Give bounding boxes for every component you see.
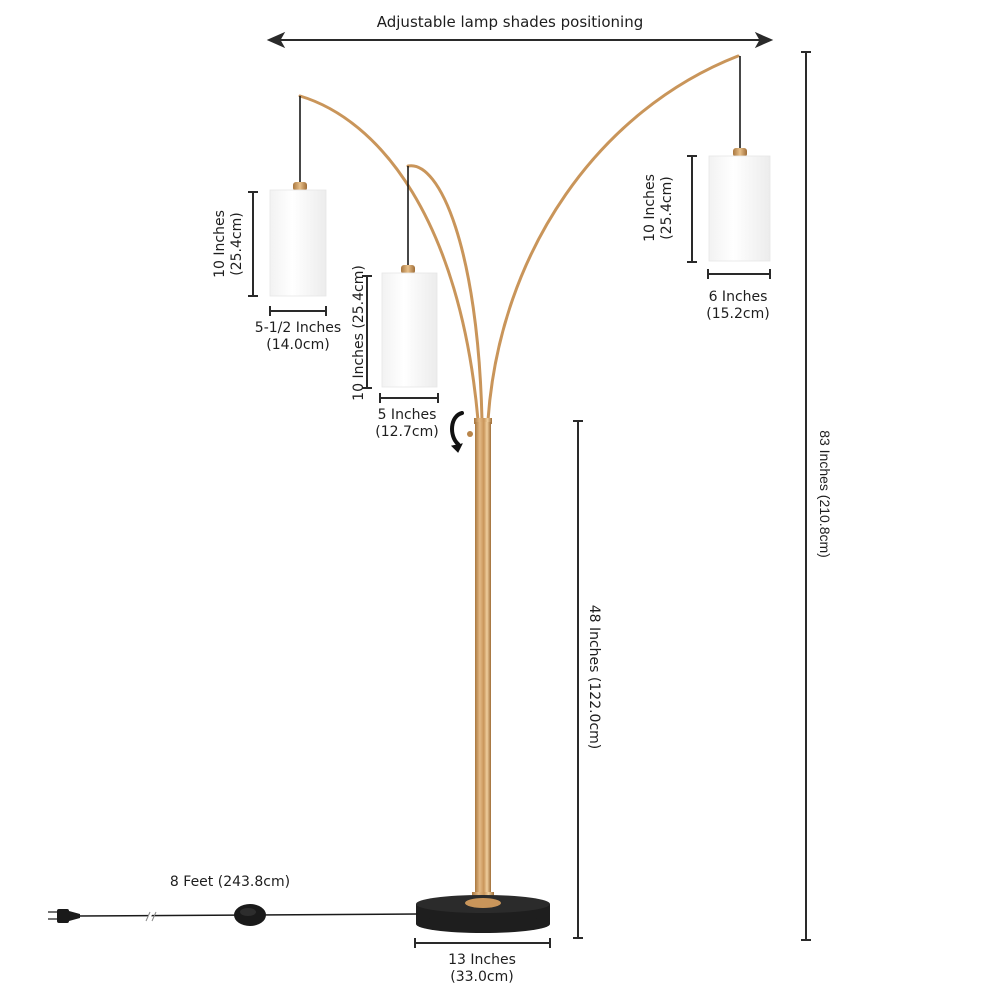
left-shade	[269, 182, 327, 297]
left-shade-dimensions	[248, 191, 327, 316]
lamp-arms	[298, 54, 740, 422]
base-width-label: 13 Inches (33.0cm)	[432, 952, 532, 986]
header-dimension-arrow	[266, 31, 774, 49]
right-shade-height-label: 10 Inches (25.4cm)	[642, 158, 678, 258]
lamp-base	[416, 895, 550, 933]
left-shade-height-cm: (25.4cm)	[229, 212, 245, 276]
overall-height-label: 83 Inches (210.8cm)	[817, 430, 833, 558]
middle-shade	[381, 265, 438, 388]
lamp-pole	[467, 418, 494, 902]
base-width-cm: (33.0cm)	[450, 969, 514, 985]
cord-length-label: 8 Feet (243.8cm)	[169, 874, 291, 890]
base-width-in: 13 Inches	[448, 952, 516, 968]
rotate-arrow-icon	[450, 411, 464, 453]
shade-cords	[299, 56, 741, 265]
right-shade-dimensions	[687, 155, 771, 279]
middle-shade-width-label: 5 Inches (12.7cm)	[357, 407, 457, 441]
right-shade-width-in: 6 Inches	[708, 289, 768, 305]
right-shade	[708, 148, 771, 262]
overall-height-dimension	[801, 51, 811, 941]
right-shade-width-label: 6 Inches (15.2cm)	[688, 289, 788, 323]
left-shade-width-in: 5-1/2 Inches	[254, 320, 342, 336]
middle-shade-width-in: 5 Inches	[377, 407, 437, 423]
pole-height-dimension	[573, 420, 583, 939]
foot-switch-icon	[234, 904, 266, 926]
middle-shade-height-label: 10 Inches (25.4cm)	[351, 265, 367, 401]
right-shade-height-cm: (25.4cm)	[659, 176, 675, 240]
middle-shade-dimensions	[362, 275, 439, 403]
left-shade-height-label: 10 Inches (25.4cm)	[212, 194, 248, 294]
middle-shade-width-cm: (12.7cm)	[375, 424, 439, 440]
left-shade-width-label: 5-1/2 Inches (14.0cm)	[238, 320, 358, 354]
right-shade-height-in: 10 Inches	[642, 174, 658, 242]
plug-icon	[48, 909, 80, 923]
left-shade-height-in: 10 Inches	[212, 210, 228, 278]
left-shade-width-cm: (14.0cm)	[266, 337, 330, 353]
right-shade-width-cm: (15.2cm)	[706, 306, 770, 322]
header-label: Adjustable lamp shades positioning	[376, 13, 644, 31]
base-width-dimension	[414, 938, 551, 948]
pole-height-label: 48 Inches (122.0cm)	[586, 604, 602, 750]
